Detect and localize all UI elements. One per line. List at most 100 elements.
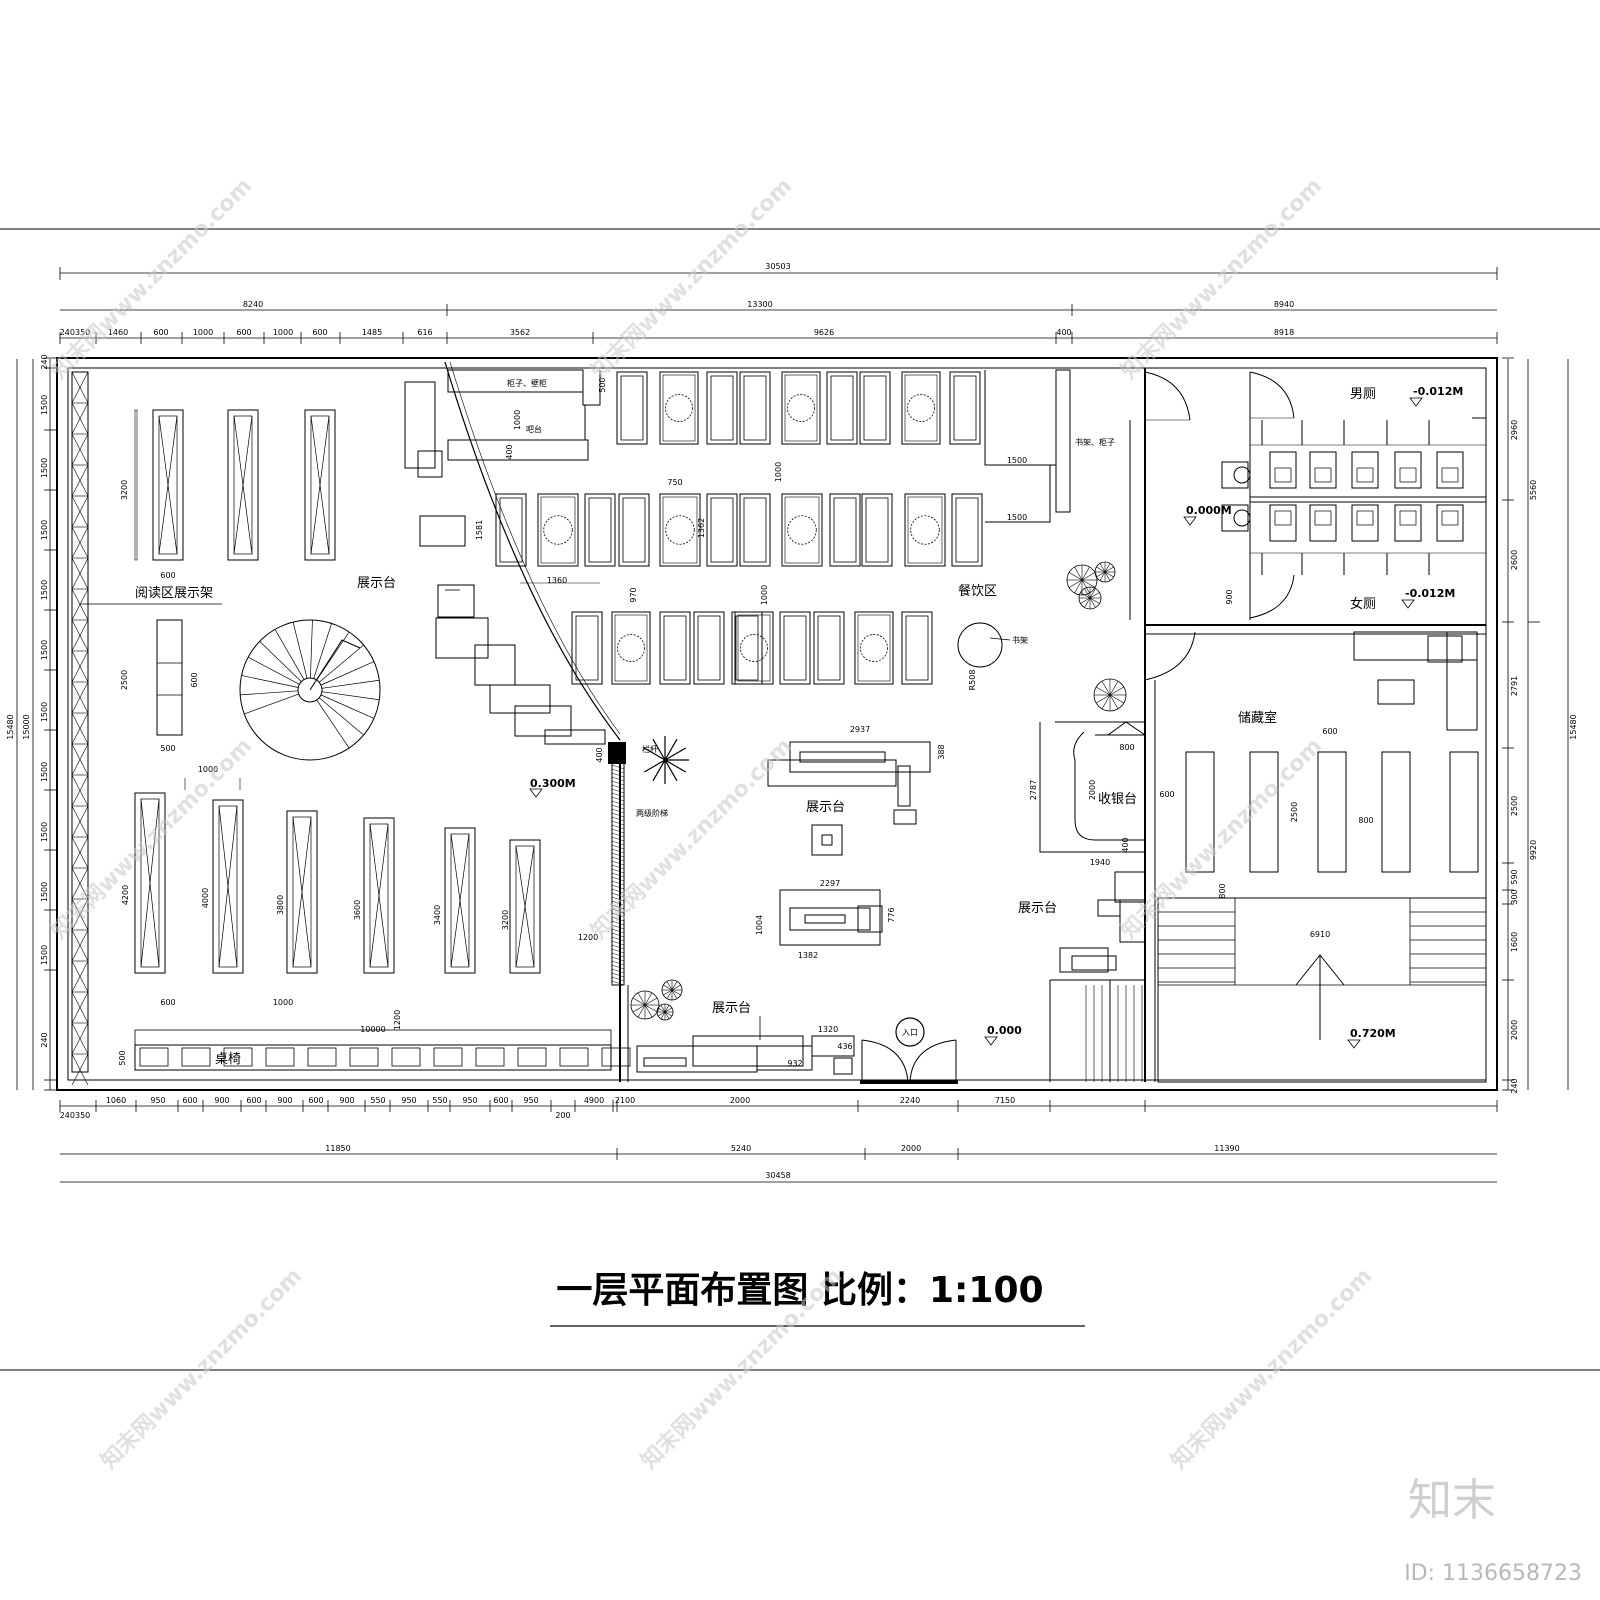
level-storage: 0.720M	[1350, 1027, 1396, 1040]
line	[259, 641, 302, 682]
dim-label: 600	[1322, 727, 1337, 736]
dim-label: 1362	[697, 518, 706, 538]
dim-label: 1320	[818, 1025, 838, 1034]
line	[1068, 572, 1083, 581]
chair	[601, 1047, 631, 1067]
dining-table-inner	[662, 374, 696, 442]
dim-label: 500	[598, 377, 607, 392]
dim-label: 1000	[513, 410, 522, 430]
dim-label: 950	[150, 1096, 165, 1105]
toilet	[1436, 504, 1464, 542]
sofa	[829, 493, 861, 567]
sofa-seat	[955, 497, 979, 563]
dining-table-inner	[737, 614, 771, 682]
toilet-bowl	[1274, 510, 1292, 526]
dim-label: 4900	[584, 1096, 604, 1105]
level-reading: 0.300M	[530, 777, 576, 790]
dining-table-inner	[662, 496, 698, 564]
line	[321, 691, 380, 701]
line	[611, 920, 625, 926]
table-flower	[665, 394, 693, 422]
cashier-area: 收银台 800 2787 2000 600 400 1940 展示台	[1018, 721, 1175, 973]
dim-label: 2100	[615, 1096, 635, 1105]
line	[611, 836, 625, 842]
dim-label: 950	[462, 1096, 477, 1105]
line	[1080, 597, 1091, 604]
dim-label: 616	[417, 328, 432, 337]
line	[664, 1007, 673, 1013]
line	[671, 984, 681, 991]
dining-table	[659, 371, 699, 445]
line	[611, 972, 625, 978]
dim-label: 1500	[40, 882, 49, 902]
label-mens: 男厕	[1350, 387, 1376, 402]
dim-label: 1060	[106, 1096, 126, 1105]
sofa	[571, 611, 603, 685]
dim-label: 7150	[995, 1096, 1015, 1105]
toilet-bowl	[1314, 467, 1332, 483]
line	[611, 848, 625, 854]
line	[660, 1004, 666, 1013]
dim-label: 300	[1510, 889, 1519, 904]
image-id: ID: 1136658723	[1404, 1561, 1582, 1586]
dim-label: 590	[1510, 869, 1519, 884]
bookshelf	[152, 409, 184, 561]
toilets: 男厕 -0.012M 女厕 -0.012M 0.000M 900	[1183, 371, 1486, 620]
line	[632, 997, 646, 1006]
line	[1101, 680, 1111, 696]
dim-label: 1600	[1510, 932, 1519, 952]
line	[611, 968, 625, 974]
dining-table	[781, 371, 821, 445]
line	[611, 956, 625, 962]
dining-table-inner	[784, 374, 818, 442]
dim-label: 600	[190, 672, 199, 687]
dining-table	[781, 493, 823, 567]
sofa	[706, 371, 738, 445]
dim-label: 600	[160, 571, 175, 580]
chair	[223, 1047, 253, 1067]
line	[71, 1053, 89, 1086]
room-label-dining: 餐饮区	[958, 583, 997, 599]
line	[671, 989, 681, 996]
line	[611, 860, 625, 866]
line	[1095, 686, 1111, 696]
toilet	[1269, 504, 1297, 542]
chair	[349, 1047, 379, 1067]
sofa-seat	[865, 497, 889, 563]
toilet	[1436, 451, 1464, 489]
line	[660, 1011, 666, 1020]
level-womens: -0.012M	[1405, 587, 1455, 600]
line	[71, 774, 89, 807]
bookshelf-inner	[292, 816, 312, 968]
line	[611, 832, 625, 838]
line	[1109, 694, 1119, 710]
sofa-seat	[743, 497, 767, 563]
line	[71, 681, 89, 714]
line	[611, 796, 625, 802]
dim-label: 970	[629, 587, 638, 602]
line	[611, 928, 625, 934]
dining-table-inner	[904, 374, 938, 442]
line	[71, 712, 89, 745]
line	[321, 679, 380, 689]
dim-label: 750	[667, 478, 682, 487]
chair	[517, 1047, 547, 1067]
line	[611, 852, 625, 858]
bookshelf	[286, 810, 318, 974]
dim-label: 2500	[1510, 796, 1519, 816]
sofa	[739, 371, 771, 445]
line	[611, 824, 625, 830]
dim-right-mid: 5560	[1529, 480, 1538, 500]
dim-label: 400	[595, 747, 604, 762]
line	[292, 621, 308, 679]
dining-table-inner	[614, 614, 648, 682]
line	[611, 980, 625, 986]
line	[611, 828, 625, 834]
line	[1096, 566, 1106, 573]
line	[632, 1004, 646, 1013]
dim-label: 600	[312, 328, 327, 337]
drawing-title: 一层平面布置图 比例：1:100	[556, 1270, 1043, 1311]
bookshelf	[509, 839, 541, 974]
table-flower	[665, 515, 695, 545]
sofa-seat	[663, 615, 687, 681]
